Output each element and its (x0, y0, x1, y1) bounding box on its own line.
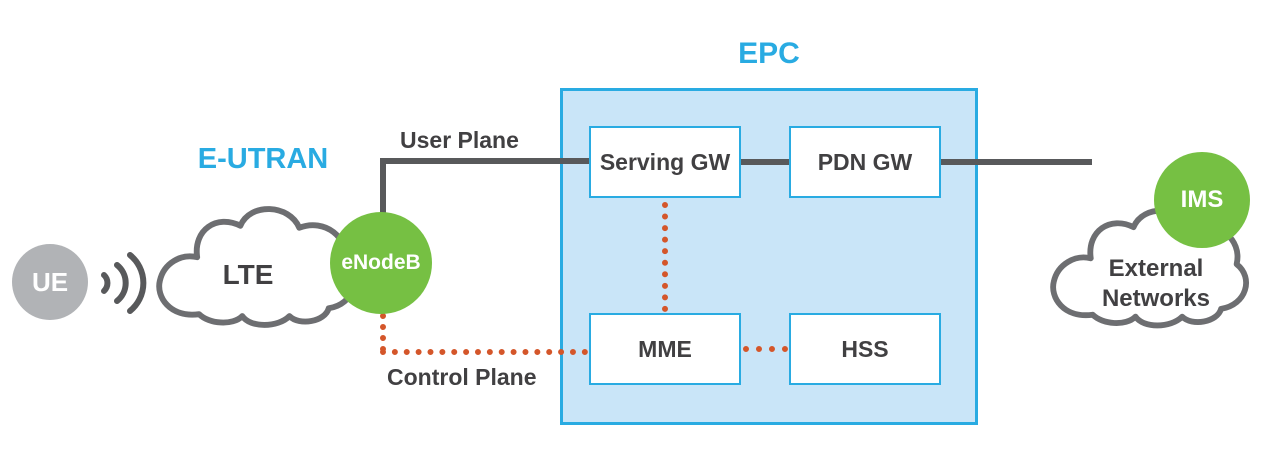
lte-cloud (156, 206, 357, 328)
user-plane-line-horizontal (380, 158, 592, 164)
signal-waves-icon (101, 252, 147, 314)
e-utran-label: E-UTRAN (197, 143, 329, 175)
control-plane-label: Control Plane (387, 364, 537, 390)
ims-node: IMS (1154, 152, 1250, 248)
mme-hss-dotted-link (743, 346, 788, 352)
mme-box: MME (589, 313, 741, 385)
control-plane-line-horizontal (380, 349, 588, 355)
serving-gw-mme-dotted-link (662, 202, 668, 312)
ue-node: UE (12, 244, 88, 320)
pdn-gw-external-link (940, 159, 1092, 165)
user-plane-label: User Plane (400, 127, 519, 153)
serving-gw-pdn-gw-link (740, 159, 790, 165)
enodeb-node: eNodeB (330, 212, 432, 314)
lte-label: LTE (222, 259, 274, 290)
epc-label: EPC (738, 37, 800, 70)
control-plane-line-vertical (380, 302, 386, 352)
hss-box: HSS (789, 313, 941, 385)
external-networks-label: External Networks (1101, 255, 1211, 312)
pdn-gw-box: PDN GW (789, 126, 941, 198)
serving-gw-box: Serving GW (589, 126, 741, 198)
